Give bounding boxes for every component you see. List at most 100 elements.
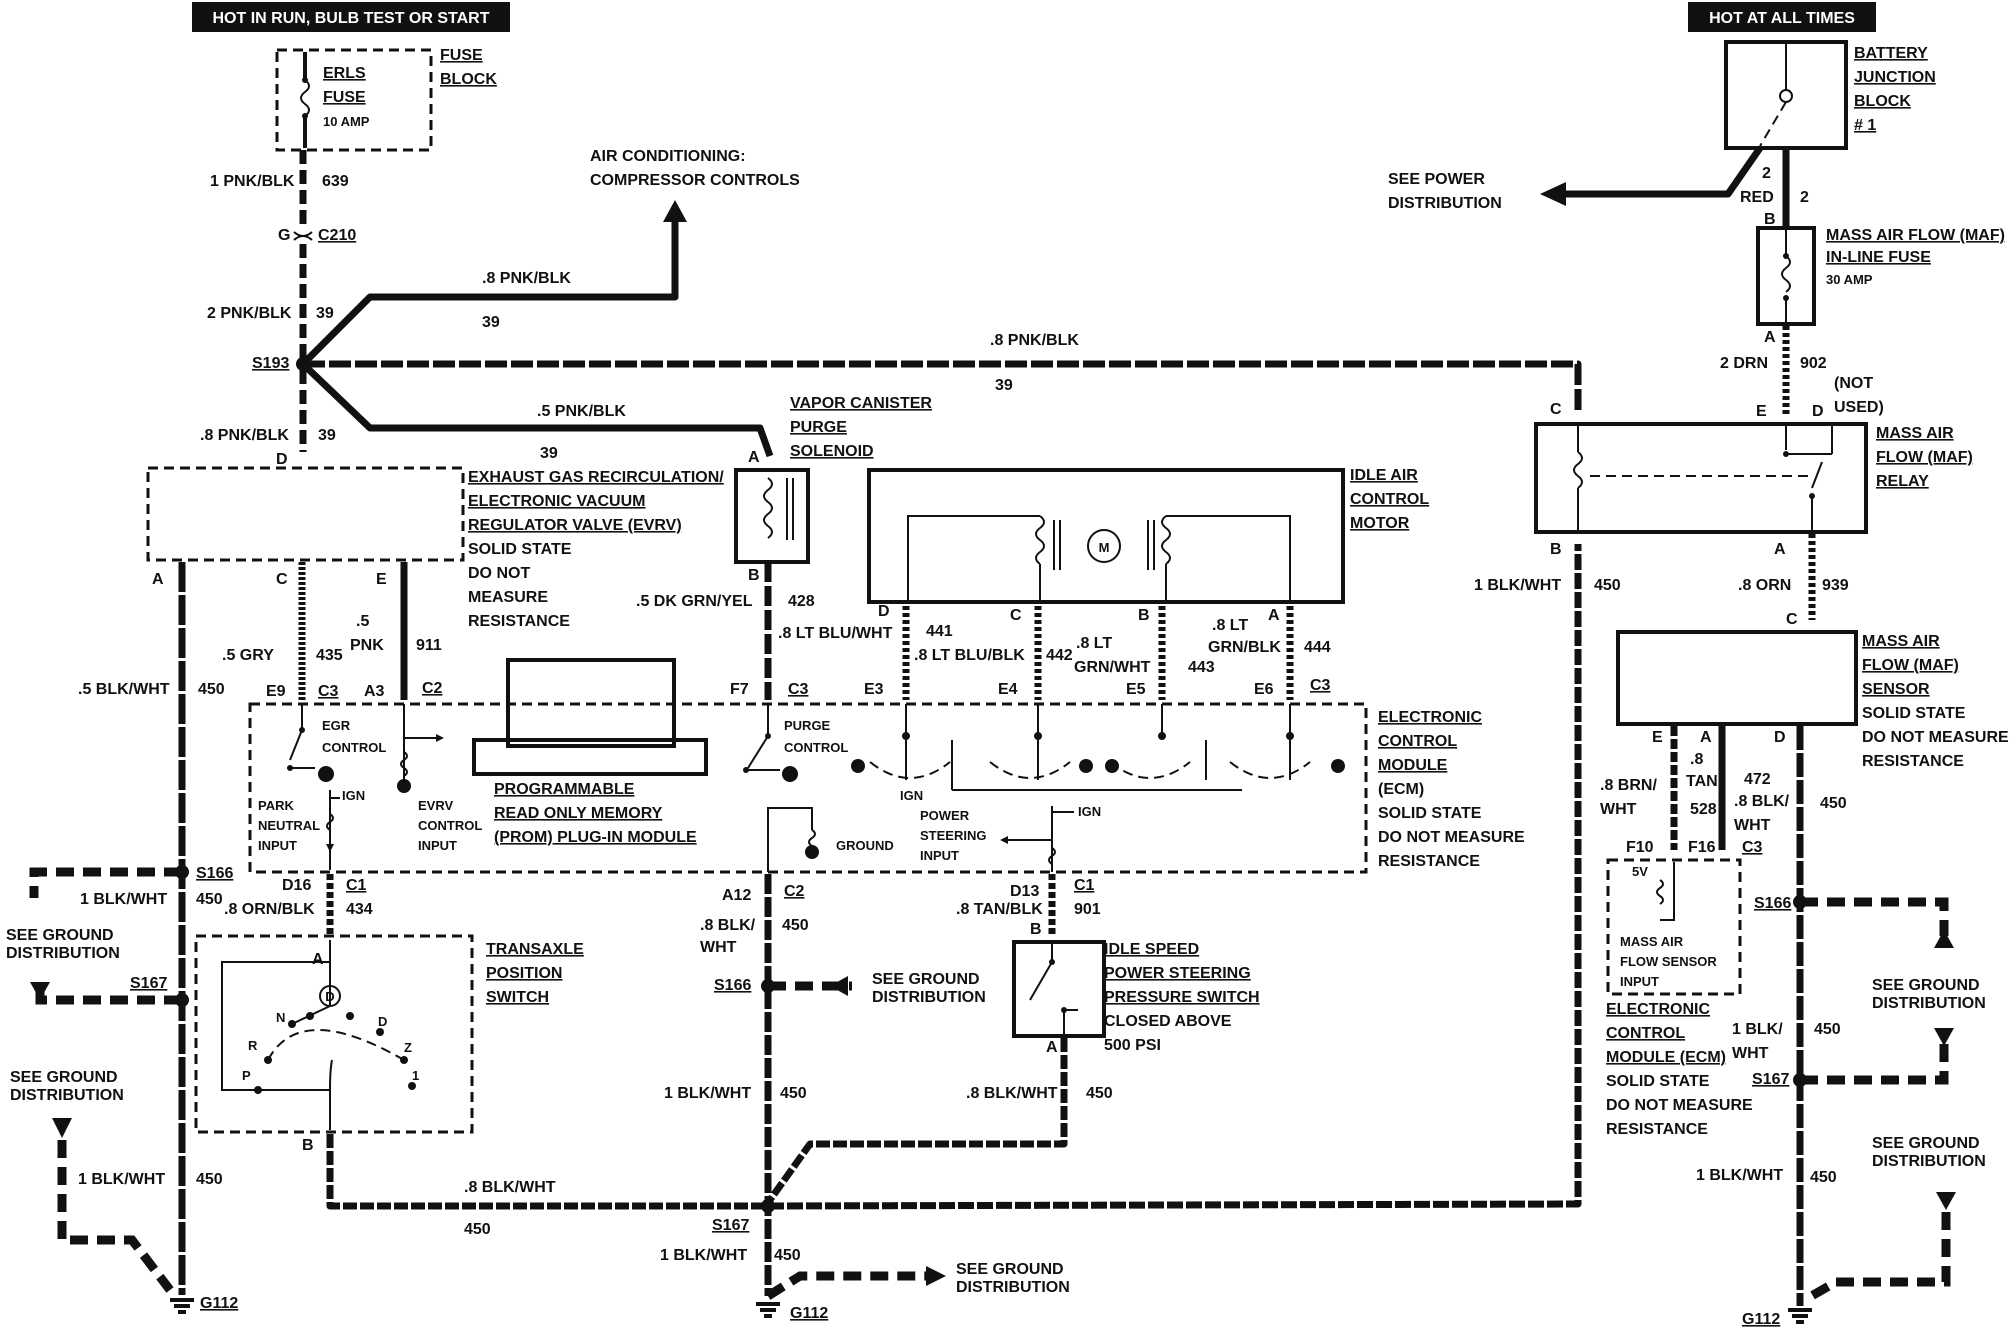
- connector-e4: E4: [998, 681, 1018, 698]
- battery-label-3: BLOCK: [1854, 93, 1911, 110]
- ground-dist-b-2: DISTRIBUTION: [10, 1087, 124, 1104]
- circuit-939: 939: [1822, 577, 1849, 594]
- iac-label-3: MOTOR: [1350, 515, 1410, 532]
- fuse-block-label-2: BLOCK: [440, 71, 497, 88]
- maf-inline-fuse: MASS AIR FLOW (MAF) IN-LINE FUSE 30 AMP …: [1720, 226, 2005, 416]
- relay-pin-b: B: [1550, 541, 1562, 558]
- wire-label-450g: 1 BLK/WHT: [660, 1247, 747, 1264]
- egr-label: EGR: [322, 718, 351, 733]
- ps-input-2: STEERING: [920, 828, 986, 843]
- transaxle-label-3: SWITCH: [486, 989, 549, 1006]
- wire-label-528a: .8: [1690, 751, 1703, 768]
- maf-sensor-pin-a: A: [1700, 729, 1712, 746]
- evrv-input-3: INPUT: [418, 838, 457, 853]
- feed-wire-639: 1 PNK/BLK 639 G C210 2 PNK/BLK 39: [207, 150, 356, 360]
- wire-label-39c: .8 PNK/BLK: [990, 332, 1079, 349]
- circuit-39c: 39: [995, 377, 1013, 394]
- relay-pin-d: D: [1812, 403, 1824, 420]
- circuit-902: 902: [1800, 355, 1827, 372]
- ground-g112a: G112: [200, 1295, 238, 1312]
- wire-label-435: .5 GRY: [222, 647, 274, 664]
- wire-label-901: .8 TAN/BLK: [956, 901, 1043, 918]
- battery-label-1: BATTERY: [1854, 45, 1928, 62]
- evrv-label-5: DO NOT: [468, 565, 530, 582]
- pin-d-evrv: D: [276, 451, 288, 468]
- wire-label-39e: .8 PNK/BLK: [200, 427, 289, 444]
- ground-label: GROUND: [836, 838, 894, 853]
- splice-s167c: S167: [1752, 1071, 1789, 1088]
- egr-control-label: CONTROL: [322, 740, 386, 755]
- prom-label-3: (PROM) PLUG-IN MODULE: [494, 829, 697, 846]
- wire-label-450e: .8 BLK/WHT: [464, 1179, 556, 1196]
- header-hot-in-run: HOT IN RUN, BULB TEST OR START: [192, 2, 510, 32]
- maf-fuse-label-3: 30 AMP: [1826, 272, 1873, 287]
- circuit-450j: 450: [196, 1171, 223, 1188]
- gear-p: P: [242, 1068, 251, 1083]
- maf-sensor-pin-c: C: [1786, 611, 1798, 628]
- connector-c3b: C3: [788, 681, 809, 698]
- circuit-434: 434: [346, 901, 373, 918]
- ign-label-2: IGN: [900, 788, 923, 803]
- wire-label-450j: 1 BLK/WHT: [78, 1171, 165, 1188]
- wire-label-39a: 2 PNK/BLK: [207, 305, 292, 322]
- evrv-pin-c: C: [276, 571, 288, 588]
- splice-s166c: S166: [1754, 895, 1791, 912]
- vapor-label-2: PURGE: [790, 419, 847, 436]
- fuse-block: ERLS FUSE 10 AMP FUSE BLOCK: [275, 47, 497, 152]
- wire-label-450k: 1 BLK/WHT: [1696, 1167, 1783, 1184]
- wire-label-450d: 1 BLK/WHT: [664, 1085, 751, 1102]
- not-used-2: USED): [1834, 399, 1884, 416]
- wire-label-902: 2 DRN: [1720, 355, 1768, 372]
- power-dist-1: SEE POWER: [1388, 171, 1485, 188]
- gear-r: R: [248, 1038, 258, 1053]
- circuit-450l: 450: [464, 1221, 491, 1238]
- idle-air-control-motor: M IDLE AIR CONTROL MOTOR D C B A: [867, 467, 1429, 624]
- circuit-450d: 450: [780, 1085, 807, 1102]
- prom-label-1: PROGRAMMABLE: [494, 781, 635, 798]
- relay-label-3: RELAY: [1876, 473, 1929, 490]
- relay-pin-e: E: [1756, 403, 1767, 420]
- circuit-435: 435: [316, 647, 343, 664]
- iac-pin-c: C: [1010, 607, 1022, 624]
- gear-d: D: [378, 1014, 387, 1029]
- battery-label-2: JUNCTION: [1854, 69, 1936, 86]
- ground-dist-d-1: SEE GROUND: [956, 1261, 1064, 1278]
- fuse-word: FUSE: [323, 89, 366, 106]
- wire-label-443a: .8 LT: [1076, 635, 1112, 652]
- circuit-450f: 450: [1086, 1085, 1113, 1102]
- circuit-911: 911: [416, 637, 442, 654]
- ps-input-1: POWER: [920, 808, 970, 823]
- ps-switch-label-4: CLOSED ABOVE: [1104, 1013, 1232, 1030]
- connector-c1b: C1: [1074, 877, 1095, 894]
- splice-s166a: S166: [196, 865, 233, 882]
- ecm2-5v: 5V: [1632, 864, 1648, 879]
- connector-d16: D16: [282, 877, 311, 894]
- battery-label-4: # 1: [1854, 117, 1876, 134]
- ecm-label-4: (ECM): [1378, 781, 1424, 798]
- wire-label-472a: .8 BLK/: [1734, 793, 1790, 810]
- wire-label-472b: WHT: [1734, 817, 1771, 834]
- wire-label-brn2: WHT: [1600, 801, 1637, 818]
- circuit-39d: 39: [540, 445, 558, 462]
- vapor-branch: .5 PNK/BLK 39: [300, 361, 774, 462]
- wire-label-2a: 2: [1762, 165, 1771, 182]
- maf-fuse-pin-a: A: [1764, 329, 1776, 346]
- ps-input-3: INPUT: [920, 848, 959, 863]
- maf-sensor-pin-e: E: [1652, 729, 1663, 746]
- iac-pin-d: D: [878, 603, 890, 620]
- iac-pin-a: A: [1268, 607, 1280, 624]
- prom-label-2: READ ONLY MEMORY: [494, 805, 663, 822]
- ps-switch-label-1: IDLE SPEED: [1104, 941, 1199, 958]
- circuit-39b: 39: [482, 314, 500, 331]
- evrv-label-2: ELECTRONIC VACUUM: [468, 493, 645, 510]
- circuit-450c: 450: [782, 917, 809, 934]
- evrv-component: EXHAUST GAS RECIRCULATION/ ELECTRONIC VA…: [146, 466, 724, 630]
- wire-label-450a: .5 BLK/WHT: [78, 681, 170, 698]
- ecm-label-1: ELECTRONIC: [1378, 709, 1482, 726]
- wire-label-450f: .8 BLK/WHT: [966, 1085, 1058, 1102]
- ground-dist-f-1: SEE GROUND: [1872, 1135, 1980, 1152]
- iac-label-2: CONTROL: [1350, 491, 1429, 508]
- wire-label-442: .8 LT BLU/BLK: [914, 647, 1025, 664]
- circuit-428: 428: [788, 593, 815, 610]
